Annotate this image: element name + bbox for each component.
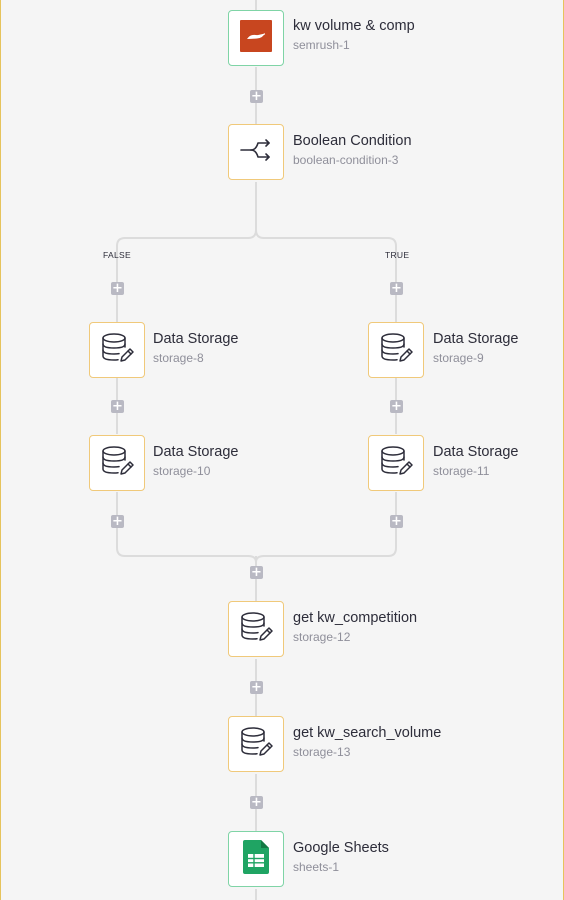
add-step-button[interactable]: + (111, 399, 124, 414)
storage-10-subtitle: storage-10 (153, 464, 211, 478)
database-edit-icon (100, 444, 134, 483)
add-step-button[interactable]: + (111, 514, 124, 529)
semrush-node-title: kw volume & comp (293, 18, 415, 34)
boolean-condition-title: Boolean Condition (293, 133, 412, 149)
add-step-button[interactable]: + (250, 795, 263, 810)
database-edit-icon (379, 331, 413, 370)
semrush-icon (240, 19, 272, 57)
semrush-node-subtitle: semrush-1 (293, 38, 350, 52)
add-step-button[interactable]: + (390, 281, 403, 296)
true-branch-label: TRUE (385, 250, 410, 260)
add-step-button[interactable]: + (250, 89, 263, 104)
database-edit-icon (100, 331, 134, 370)
database-edit-icon (379, 444, 413, 483)
data-storage-node[interactable] (368, 322, 424, 378)
storage-11-subtitle: storage-11 (433, 464, 490, 478)
data-storage-node[interactable] (228, 716, 284, 772)
add-step-button[interactable]: + (390, 514, 403, 529)
branch-icon (239, 138, 273, 167)
storage-13-subtitle: storage-13 (293, 745, 351, 759)
database-edit-icon (239, 725, 273, 764)
storage-13-title: get kw_search_volume (293, 725, 442, 741)
data-storage-node[interactable] (89, 435, 145, 491)
add-step-button[interactable]: + (250, 680, 263, 695)
storage-12-title: get kw_competition (293, 610, 418, 626)
data-storage-node[interactable] (228, 601, 284, 657)
data-storage-node[interactable] (368, 435, 424, 491)
storage-10-title: Data Storage (153, 444, 239, 460)
google-sheets-title: Google Sheets (293, 840, 389, 856)
add-step-button[interactable]: + (250, 565, 263, 580)
false-branch-label: FALSE (103, 250, 131, 260)
google-sheets-subtitle: sheets-1 (293, 860, 340, 874)
storage-9-subtitle: storage-9 (433, 351, 484, 365)
boolean-condition-subtitle: boolean-condition-3 (293, 153, 399, 167)
add-step-button[interactable]: + (390, 399, 403, 414)
storage-9-title: Data Storage (433, 331, 519, 347)
storage-8-title: Data Storage (153, 331, 239, 347)
storage-12-subtitle: storage-12 (293, 630, 351, 644)
storage-8-subtitle: storage-8 (153, 351, 204, 365)
boolean-condition-node[interactable] (228, 124, 284, 180)
semrush-node[interactable] (228, 10, 284, 66)
database-edit-icon (239, 610, 273, 649)
data-storage-node[interactable] (89, 322, 145, 378)
storage-11-title: Data Storage (433, 444, 519, 460)
google-sheets-icon (243, 839, 269, 879)
google-sheets-node[interactable] (228, 831, 284, 887)
add-step-button[interactable]: + (111, 281, 124, 296)
